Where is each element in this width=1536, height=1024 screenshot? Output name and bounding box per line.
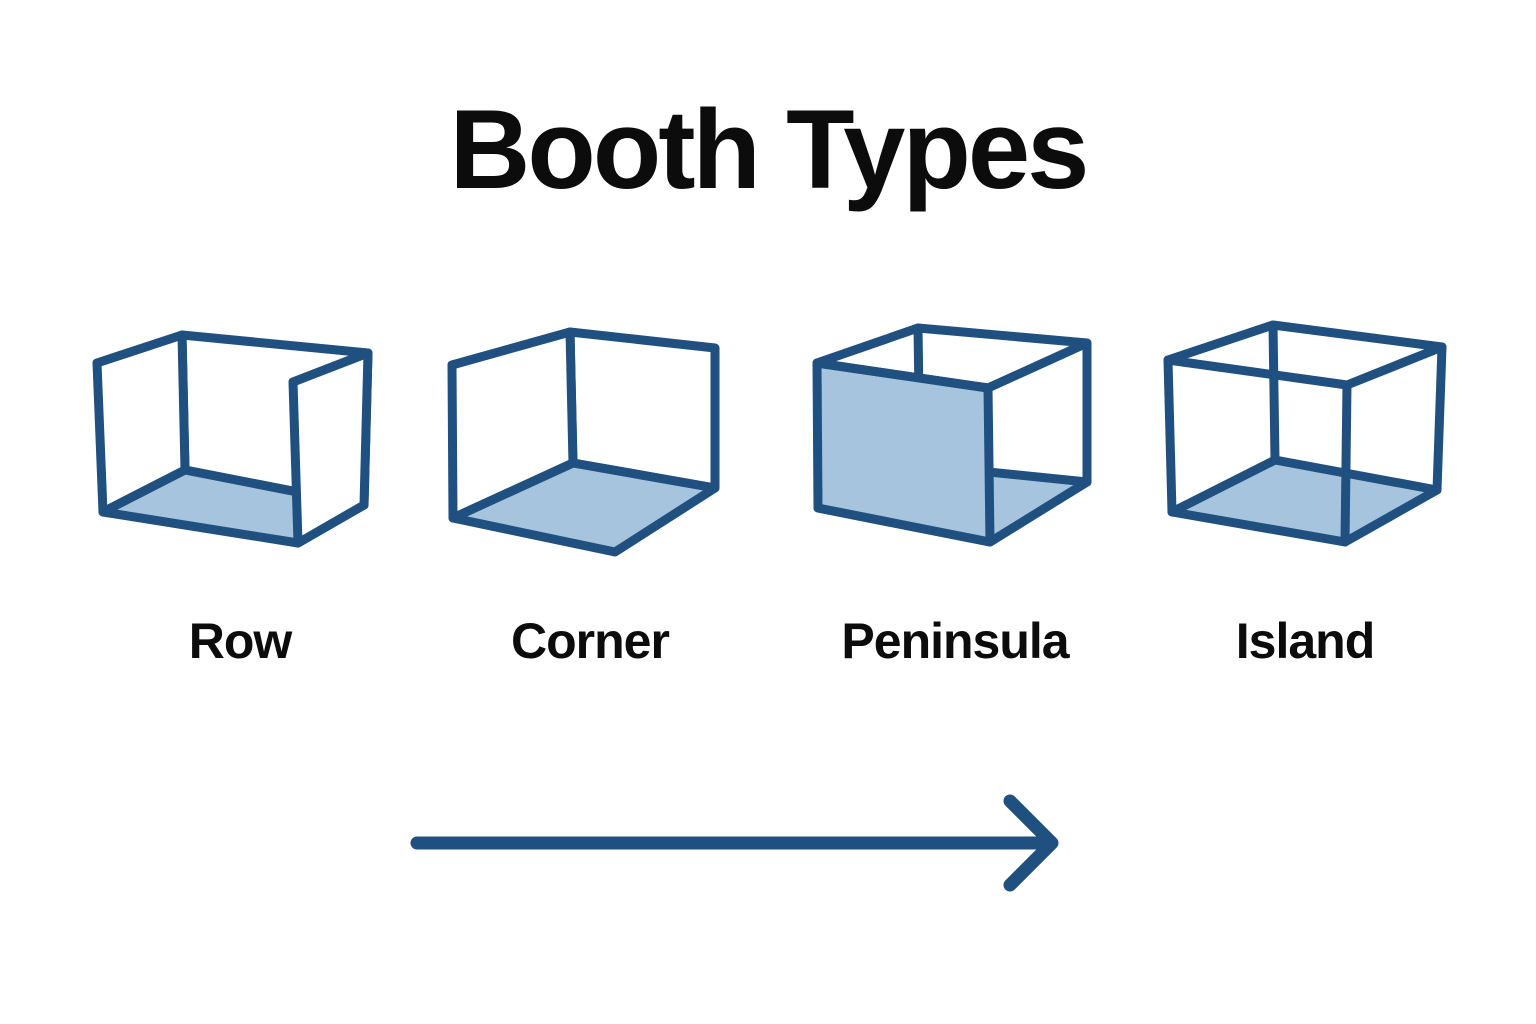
peninsula-booth-icon [812,323,1092,547]
booth-item-peninsula: Peninsula [805,320,1105,670]
booth-label-island: Island [1235,613,1375,669]
booth-item-corner: Corner [440,320,740,670]
booth-item-island: Island [1155,320,1455,670]
row-booth-icon [92,330,373,548]
booth-label-peninsula: Peninsula [841,613,1069,669]
corner-booth-icon [447,327,720,557]
booth-item-row: Row [85,320,395,670]
booth-label-corner: Corner [511,613,670,669]
right-arrow-icon [410,794,1059,892]
island-booth-icon [1163,320,1447,547]
page-title: Booth Types [449,87,1090,212]
booth-label-row: Row [188,613,293,669]
